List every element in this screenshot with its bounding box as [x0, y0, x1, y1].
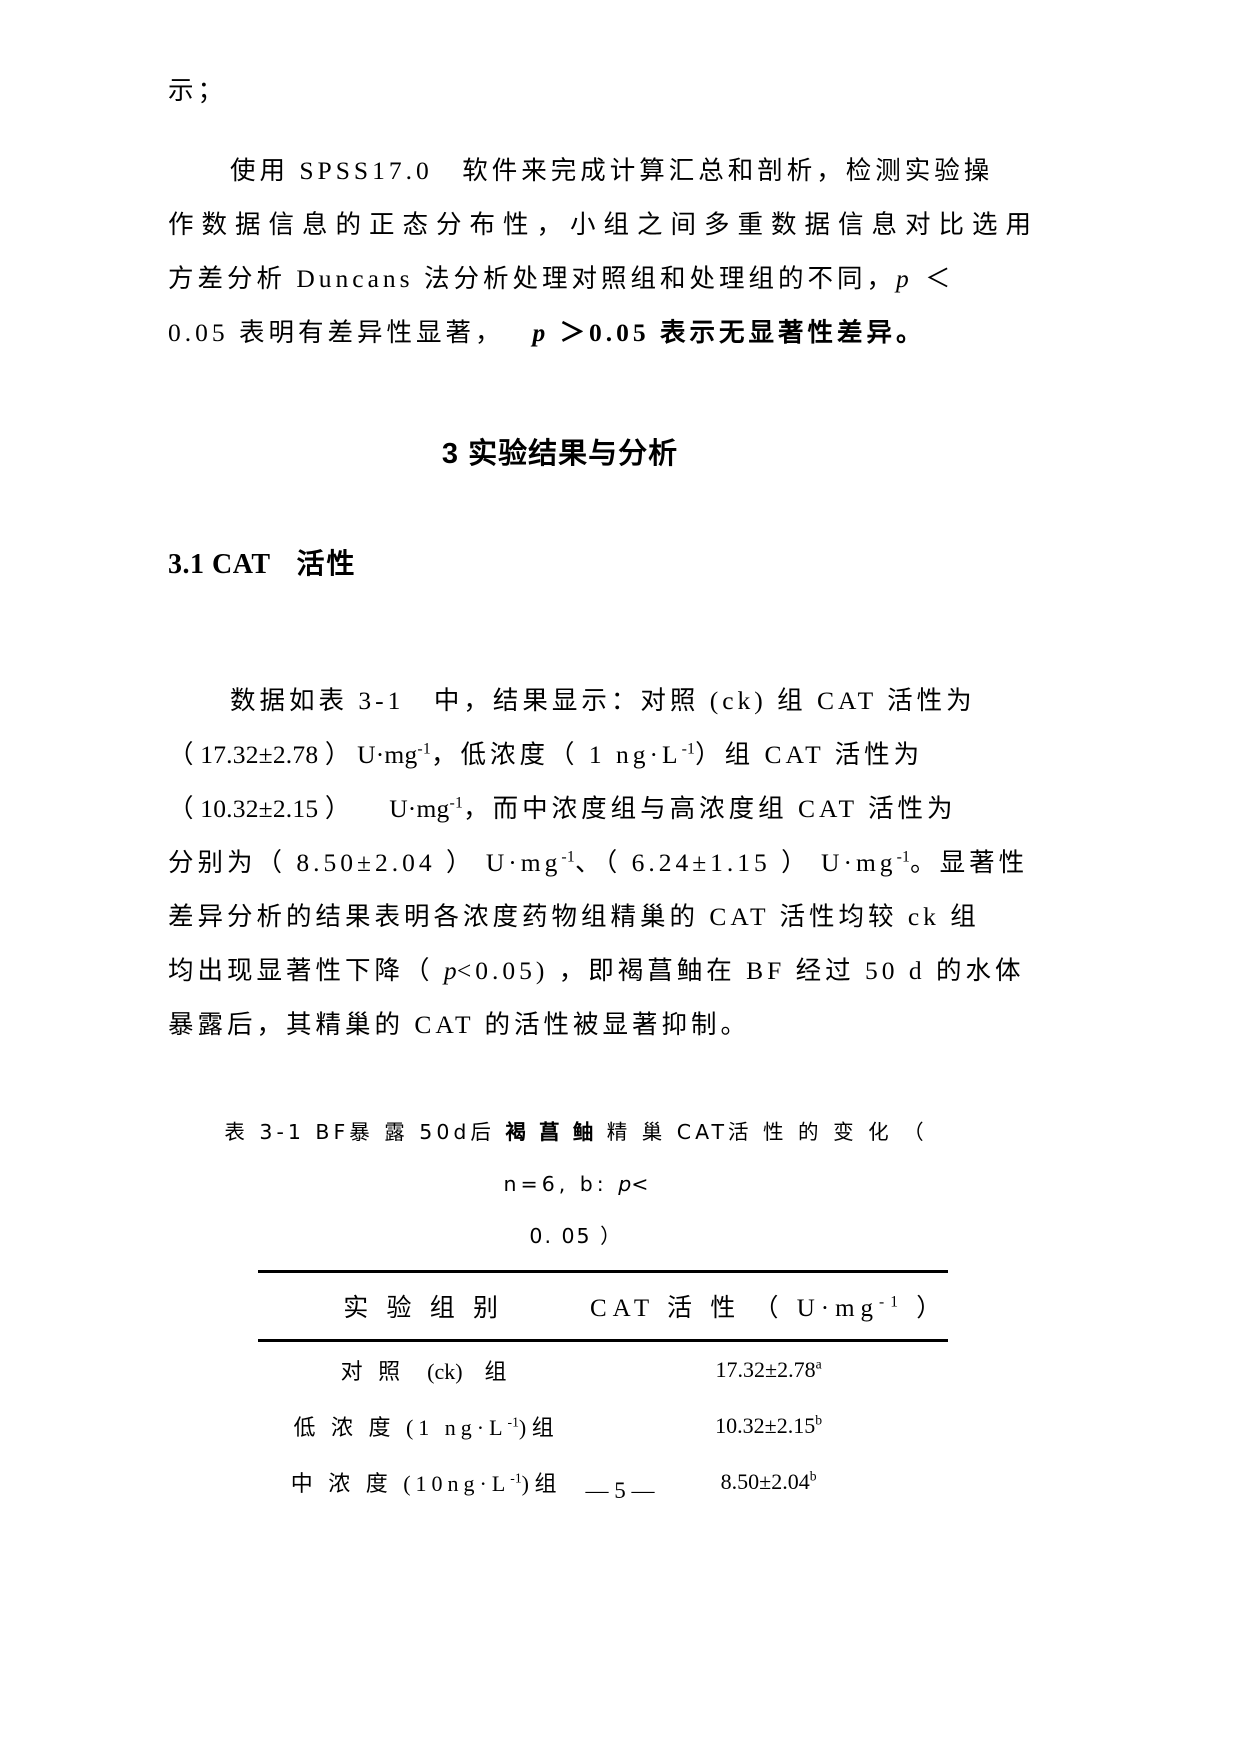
table-row: 对 照 (ck) 组 17.32±2.78a: [258, 1341, 948, 1399]
superscript: -1: [879, 1293, 904, 1311]
subsection-title: 活性: [296, 548, 357, 579]
subsection-heading: 3.1 CAT 活性: [168, 542, 952, 582]
table-caption-text: 表 3-1 BF暴 露 50d后: [224, 1120, 506, 1144]
paragraph-line: 使用 SPSS17.0 软件来完成计算汇总和剖析，检测实验操: [230, 156, 994, 185]
less-than-symbol: ＜: [924, 264, 951, 293]
cell-value: 8.50±2.04b: [589, 1454, 948, 1510]
spacer: [168, 472, 952, 542]
table-caption: 表 3-1 BF暴 露 50d后 褐 菖 鲉 精 巢 CAT活 性 的 变 化 …: [216, 1106, 936, 1210]
paragraph-line: 分别为（ 8.50±2.04 ） U·mg: [168, 848, 562, 877]
paragraph-line: 0.05 表明有差异性显著，: [168, 318, 505, 347]
subsection-number: 3.1 CAT: [168, 549, 271, 580]
table-row: 低 浓 度 (1 ng·L-1) 组 10.32±2.15b: [258, 1398, 948, 1454]
table-caption-species: 褐 菖 鲉: [505, 1120, 597, 1144]
table-caption-text: <: [631, 1172, 649, 1196]
paragraph-line: 、（ 6.24±1.15 ） U·mg: [574, 848, 897, 877]
significance-marker: b: [815, 1412, 823, 1428]
table-caption-line2: 0. 05 ）: [529, 1224, 623, 1248]
paragraph-line: 差异分析的结果表明各浓度药物组精巢的 CAT 活性均较 ck 组: [168, 902, 980, 931]
group-suffix: ) 组: [521, 1471, 557, 1496]
p-symbol: p: [532, 318, 546, 347]
superscript: -1: [896, 848, 911, 866]
significance-marker: a: [815, 1356, 822, 1372]
paragraph-line: ，而中浓度组与高浓度组 CAT 活性为: [463, 794, 957, 823]
cell-value: 17.32±2.78a: [589, 1341, 948, 1399]
column-header-value-tail: ）: [903, 1295, 948, 1322]
value-text: 17.32±2.78: [715, 1357, 816, 1382]
paragraph-line: ＞0.05 表示无显著性差异。: [559, 318, 926, 347]
cell-value: 10.32±2.15b: [589, 1398, 948, 1454]
superscript: -1: [561, 848, 575, 866]
group-suffix: ) 组: [518, 1415, 554, 1440]
paragraph-method-1: 使用 SPSS17.0 软件来完成计算汇总和剖析，检测实验操 作数据信息的正态分…: [168, 144, 1031, 360]
value-text: 10.32±2.15: [715, 1413, 816, 1438]
superscript: -1: [510, 1470, 522, 1486]
superscript: -1: [417, 740, 431, 758]
table-caption-text: 精 巢 CAT活 性 的 变 化 （ n=6, b:: [503, 1120, 928, 1196]
paragraph-line: 方差分析 Duncans 法分析处理对照组和处理组的不同，: [168, 264, 896, 293]
significance-marker: b: [809, 1468, 817, 1484]
paragraph-line: （ 10.32±2.15 ） U·mg: [168, 794, 450, 823]
table-head: 实 验 组 别 CAT 活 性 （ U·mg-1 ）: [258, 1271, 948, 1341]
page-number: — 5 —: [585, 1478, 655, 1503]
paragraph-line: 。显著性: [910, 848, 1029, 877]
spacer: [168, 1052, 952, 1106]
paragraph-line: ，低浓度（ 1 ng·L: [430, 740, 682, 769]
column-header-value-text: CAT 活 性 （ U·mg: [589, 1295, 880, 1322]
superscript: -1: [507, 1414, 519, 1430]
group-name-part: 对 照: [340, 1359, 406, 1384]
spacer: [168, 360, 952, 430]
column-header-value: CAT 活 性 （ U·mg-1 ）: [589, 1272, 948, 1341]
paragraph-line: <0.05) ，即褐菖鲉在 BF 经过 50 d 的水体: [456, 956, 1025, 985]
table-row: 中 浓 度 (10ng·L-1) 组 8.50±2.04b: [258, 1454, 948, 1510]
paragraph-line: 数据如表 3-1 中，结果显示：对照 (ck) 组 CAT 活性为: [230, 686, 976, 715]
page-content: 示； 使用 SPSS17.0 软件来完成计算汇总和剖析，检测实验操 作数据信息的…: [168, 0, 1031, 1510]
group-name-part: 低 浓 度 (1 ng·L: [293, 1415, 508, 1440]
page-title: 3 实验结果与分析: [441, 438, 679, 470]
spacer: [168, 118, 952, 144]
value-text: 8.50±2.04: [720, 1469, 810, 1494]
continuation-line: 示；: [168, 76, 228, 105]
p-symbol: p: [895, 264, 909, 293]
table-header-row: 实 验 组 别 CAT 活 性 （ U·mg-1 ）: [258, 1271, 948, 1341]
column-header-group: 实 验 组 别: [343, 1295, 504, 1322]
superscript: -1: [681, 740, 696, 758]
cell-group: 低 浓 度 (1 ng·L-1) 组: [258, 1398, 589, 1454]
paragraph-line: 作数据信息的正态分布性，小组之间多重数据信息对比选用: [168, 210, 1040, 239]
group-suffix: 组: [484, 1359, 507, 1384]
table-body: 对 照 (ck) 组 17.32±2.78a 低 浓 度 (1 ng·L-1) 组 …: [258, 1341, 948, 1511]
paragraph-line: 暴露后，其精巢的 CAT 的活性被显著抑制。: [168, 1010, 750, 1039]
spacer: [168, 582, 952, 652]
paragraph-line: （ 17.32±2.78 ） U·mg: [168, 740, 418, 769]
cat-activity-table: 实 验 组 别 CAT 活 性 （ U·mg-1 ） 对 照(ck)组 17.3…: [258, 1270, 948, 1510]
paragraph-line: ）组 CAT 活性为: [695, 740, 924, 769]
group-code: (ck): [427, 1359, 463, 1384]
spacer: [168, 652, 952, 674]
p-symbol: p: [443, 956, 457, 985]
paragraph-results: 数据如表 3-1 中，结果显示：对照 (ck) 组 CAT 活性为 （ 17.3…: [168, 674, 1024, 1052]
top-spacer: [168, 0, 952, 64]
paragraph-line: 均出现显著性下降（: [168, 956, 444, 985]
cell-group: 对 照 (ck) 组: [258, 1341, 589, 1399]
group-name-part: 中 浓 度 (10ng·L: [290, 1471, 511, 1496]
cell-group: 中 浓 度 (10ng·L-1) 组: [258, 1454, 589, 1510]
superscript: -1: [449, 794, 464, 812]
p-symbol: p: [618, 1172, 632, 1196]
